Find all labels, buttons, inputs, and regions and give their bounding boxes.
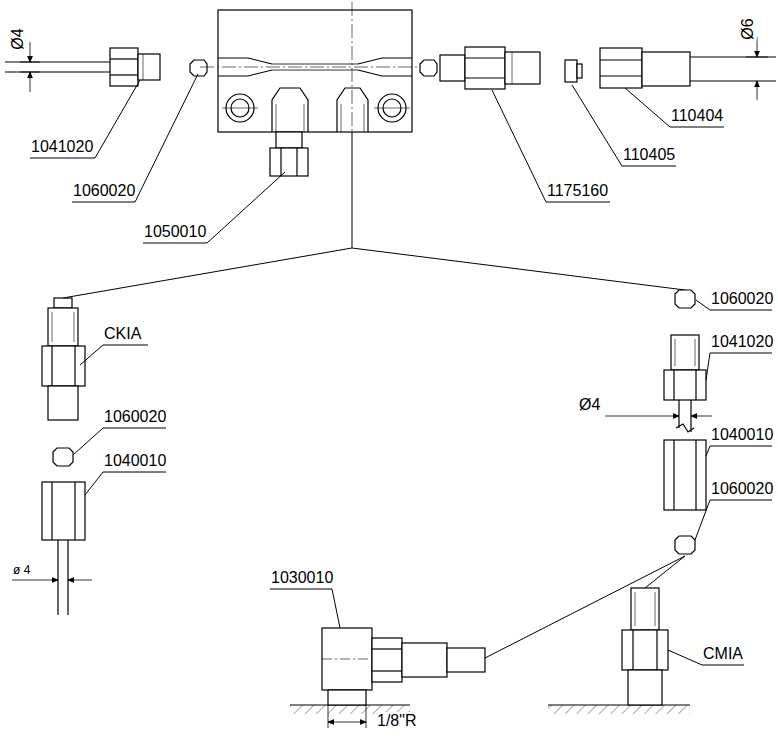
part-number: 110404 xyxy=(670,107,724,125)
part-number: 1041020 xyxy=(30,138,94,156)
part-number: 1060020 xyxy=(103,408,167,426)
part-number: 110405 xyxy=(622,146,676,164)
dimension-label: 1/8"R xyxy=(376,712,417,730)
dimension-label: Ø4 xyxy=(9,27,27,50)
part-number: 1040010 xyxy=(103,452,167,470)
dimension-label: Ø6 xyxy=(739,17,757,40)
part-number: CKIA xyxy=(103,325,142,343)
dimension-label: ø 4 xyxy=(12,563,31,577)
part-number: 1060020 xyxy=(72,182,136,200)
part-number: CMIA xyxy=(702,645,744,663)
dimension-label: Ø4 xyxy=(578,396,601,414)
part-number: 1060020 xyxy=(710,290,774,308)
part-number: 1050010 xyxy=(143,223,207,241)
part-number: 1041020 xyxy=(710,333,774,351)
part-number: 1040010 xyxy=(710,426,774,444)
part-number: 1060020 xyxy=(710,480,774,498)
part-number: 1030010 xyxy=(270,569,334,587)
part-number: 1175160 xyxy=(546,182,609,200)
